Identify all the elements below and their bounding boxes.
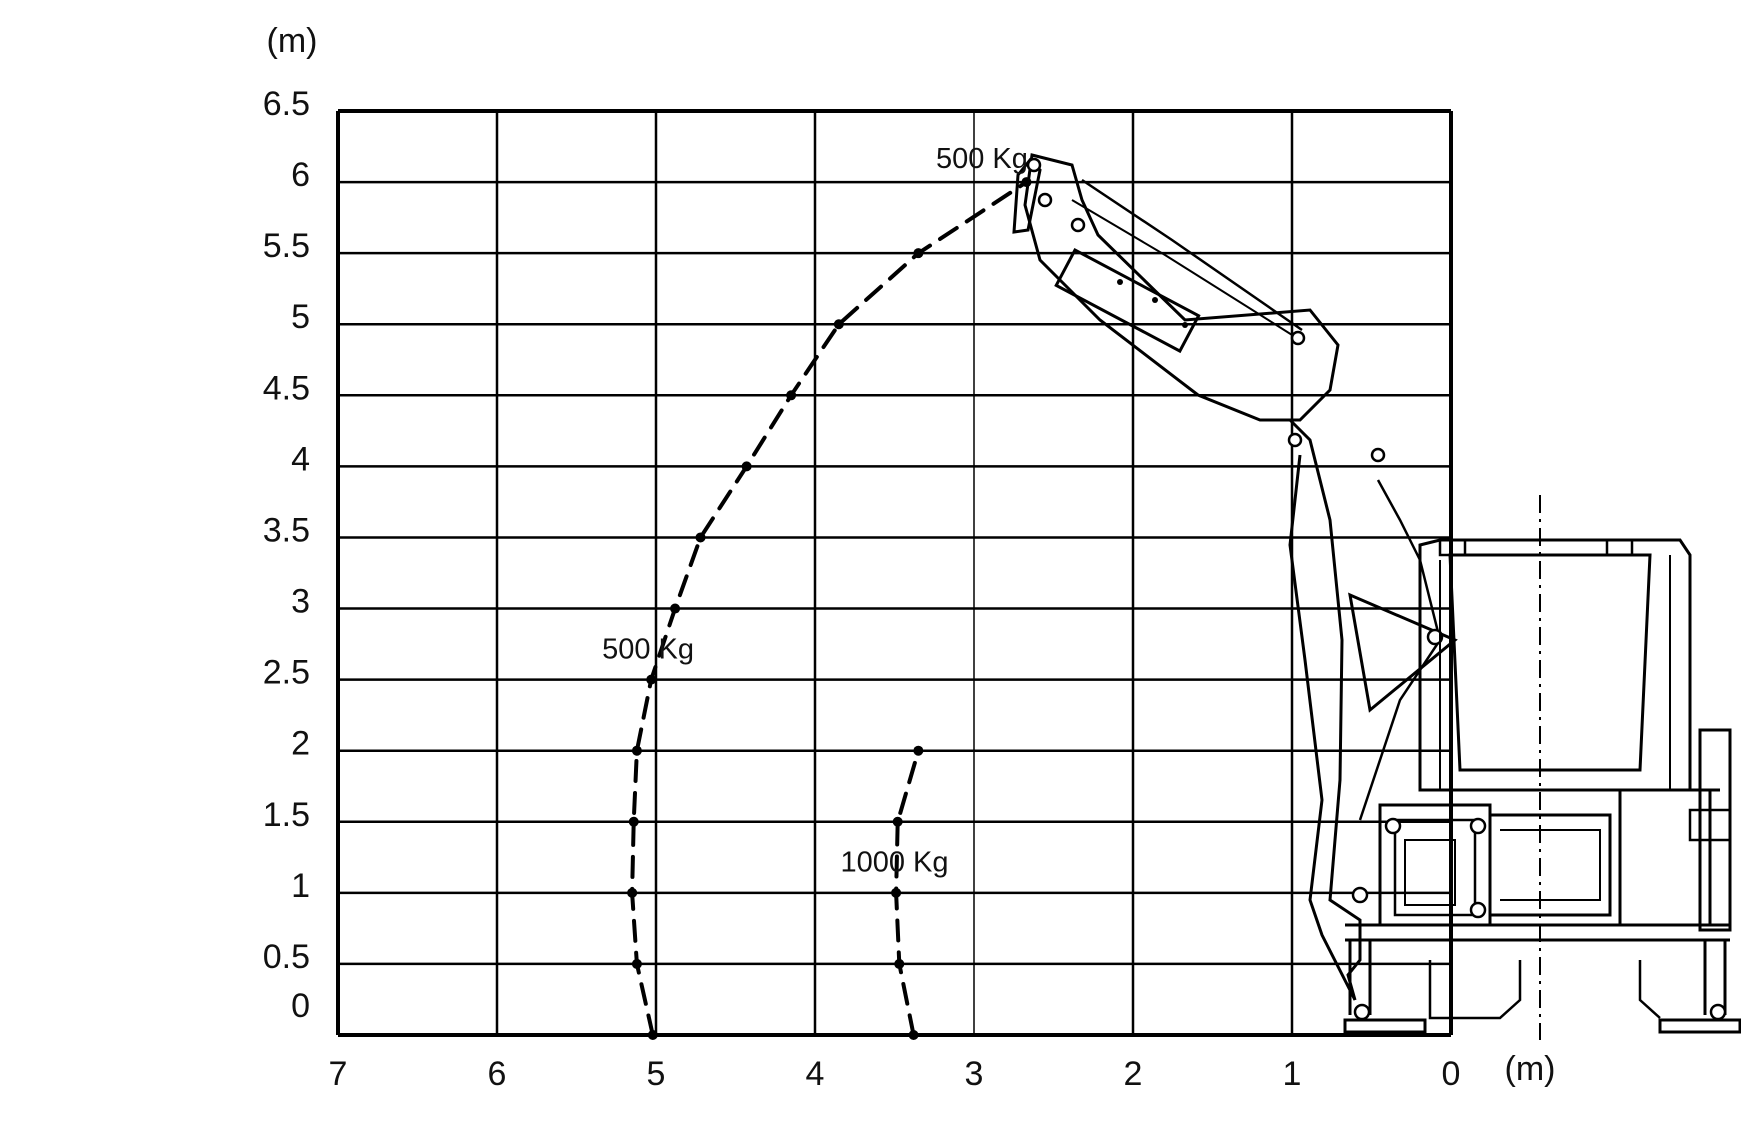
y-tick-label: 1: [291, 867, 310, 905]
y-tick-label: 2.5: [263, 654, 310, 692]
load-curve-point: [670, 603, 681, 614]
load-curve-point: [646, 674, 657, 685]
load-curve-point: [892, 816, 903, 827]
x-tick-label: 4: [806, 1055, 825, 1093]
x-tick-label: 5: [647, 1055, 666, 1093]
load-curve-point: [833, 319, 844, 330]
x-tick-label: 3: [965, 1055, 984, 1093]
load-curve-point: [647, 1030, 658, 1040]
load-curve-point: [786, 390, 797, 401]
x-axis-label: (m): [1505, 1050, 1556, 1088]
y-tick-label: 3: [291, 583, 310, 621]
load-curve-points: [627, 177, 1032, 1040]
y-tick-label: 4.5: [263, 369, 310, 407]
y-tick-label: 0.5: [263, 938, 310, 976]
load-curve-point: [631, 745, 642, 756]
y-tick-label: 2: [291, 725, 310, 763]
y-tick-label: 3.5: [263, 511, 310, 549]
load-curve-point: [908, 1030, 919, 1040]
load-curve-point: [628, 816, 639, 827]
y-tick-label: 0: [291, 987, 310, 1025]
x-tick-label: 7: [329, 1055, 348, 1093]
load-curve-point: [894, 958, 905, 969]
labels: 7 6 5 4 3 2 1 0 0 0.5 1 1.5 2 2.5 3 3.5 4 4.5 5 5.5 6 6.5 (m) (…: [263, 22, 1556, 1093]
y-tick-label: 5.5: [263, 227, 310, 265]
y-tick-label: 6.5: [263, 85, 310, 123]
y-tick-label: 1.5: [263, 796, 310, 834]
capacity-annotation: 500 Kg: [602, 633, 694, 665]
load-curve-point: [627, 887, 638, 898]
x-tick-label: 2: [1124, 1055, 1143, 1093]
load-curve-point: [1021, 177, 1032, 188]
backhoe-loader-illustration: [1012, 153, 1741, 1040]
load-curve-point: [913, 745, 924, 756]
load-curve-point: [695, 532, 706, 543]
capacity-annotation: 1000 Kg: [840, 847, 948, 879]
y-tick-label: 5: [291, 298, 310, 336]
y-axis-label: (m): [267, 22, 318, 60]
x-tick-label: 0: [1442, 1055, 1461, 1093]
load-curve-point: [631, 958, 642, 969]
y-tick-label: 4: [291, 440, 310, 478]
load-curve-point: [741, 461, 752, 472]
load-curve-point: [891, 887, 902, 898]
load-curve-point: [913, 248, 924, 259]
x-tick-label: 6: [488, 1055, 507, 1093]
x-tick-label: 1: [1283, 1055, 1302, 1093]
y-tick-label: 6: [291, 156, 310, 194]
capacity-annotation: 500 Kg: [936, 143, 1028, 175]
grid: [336, 109, 1453, 1037]
